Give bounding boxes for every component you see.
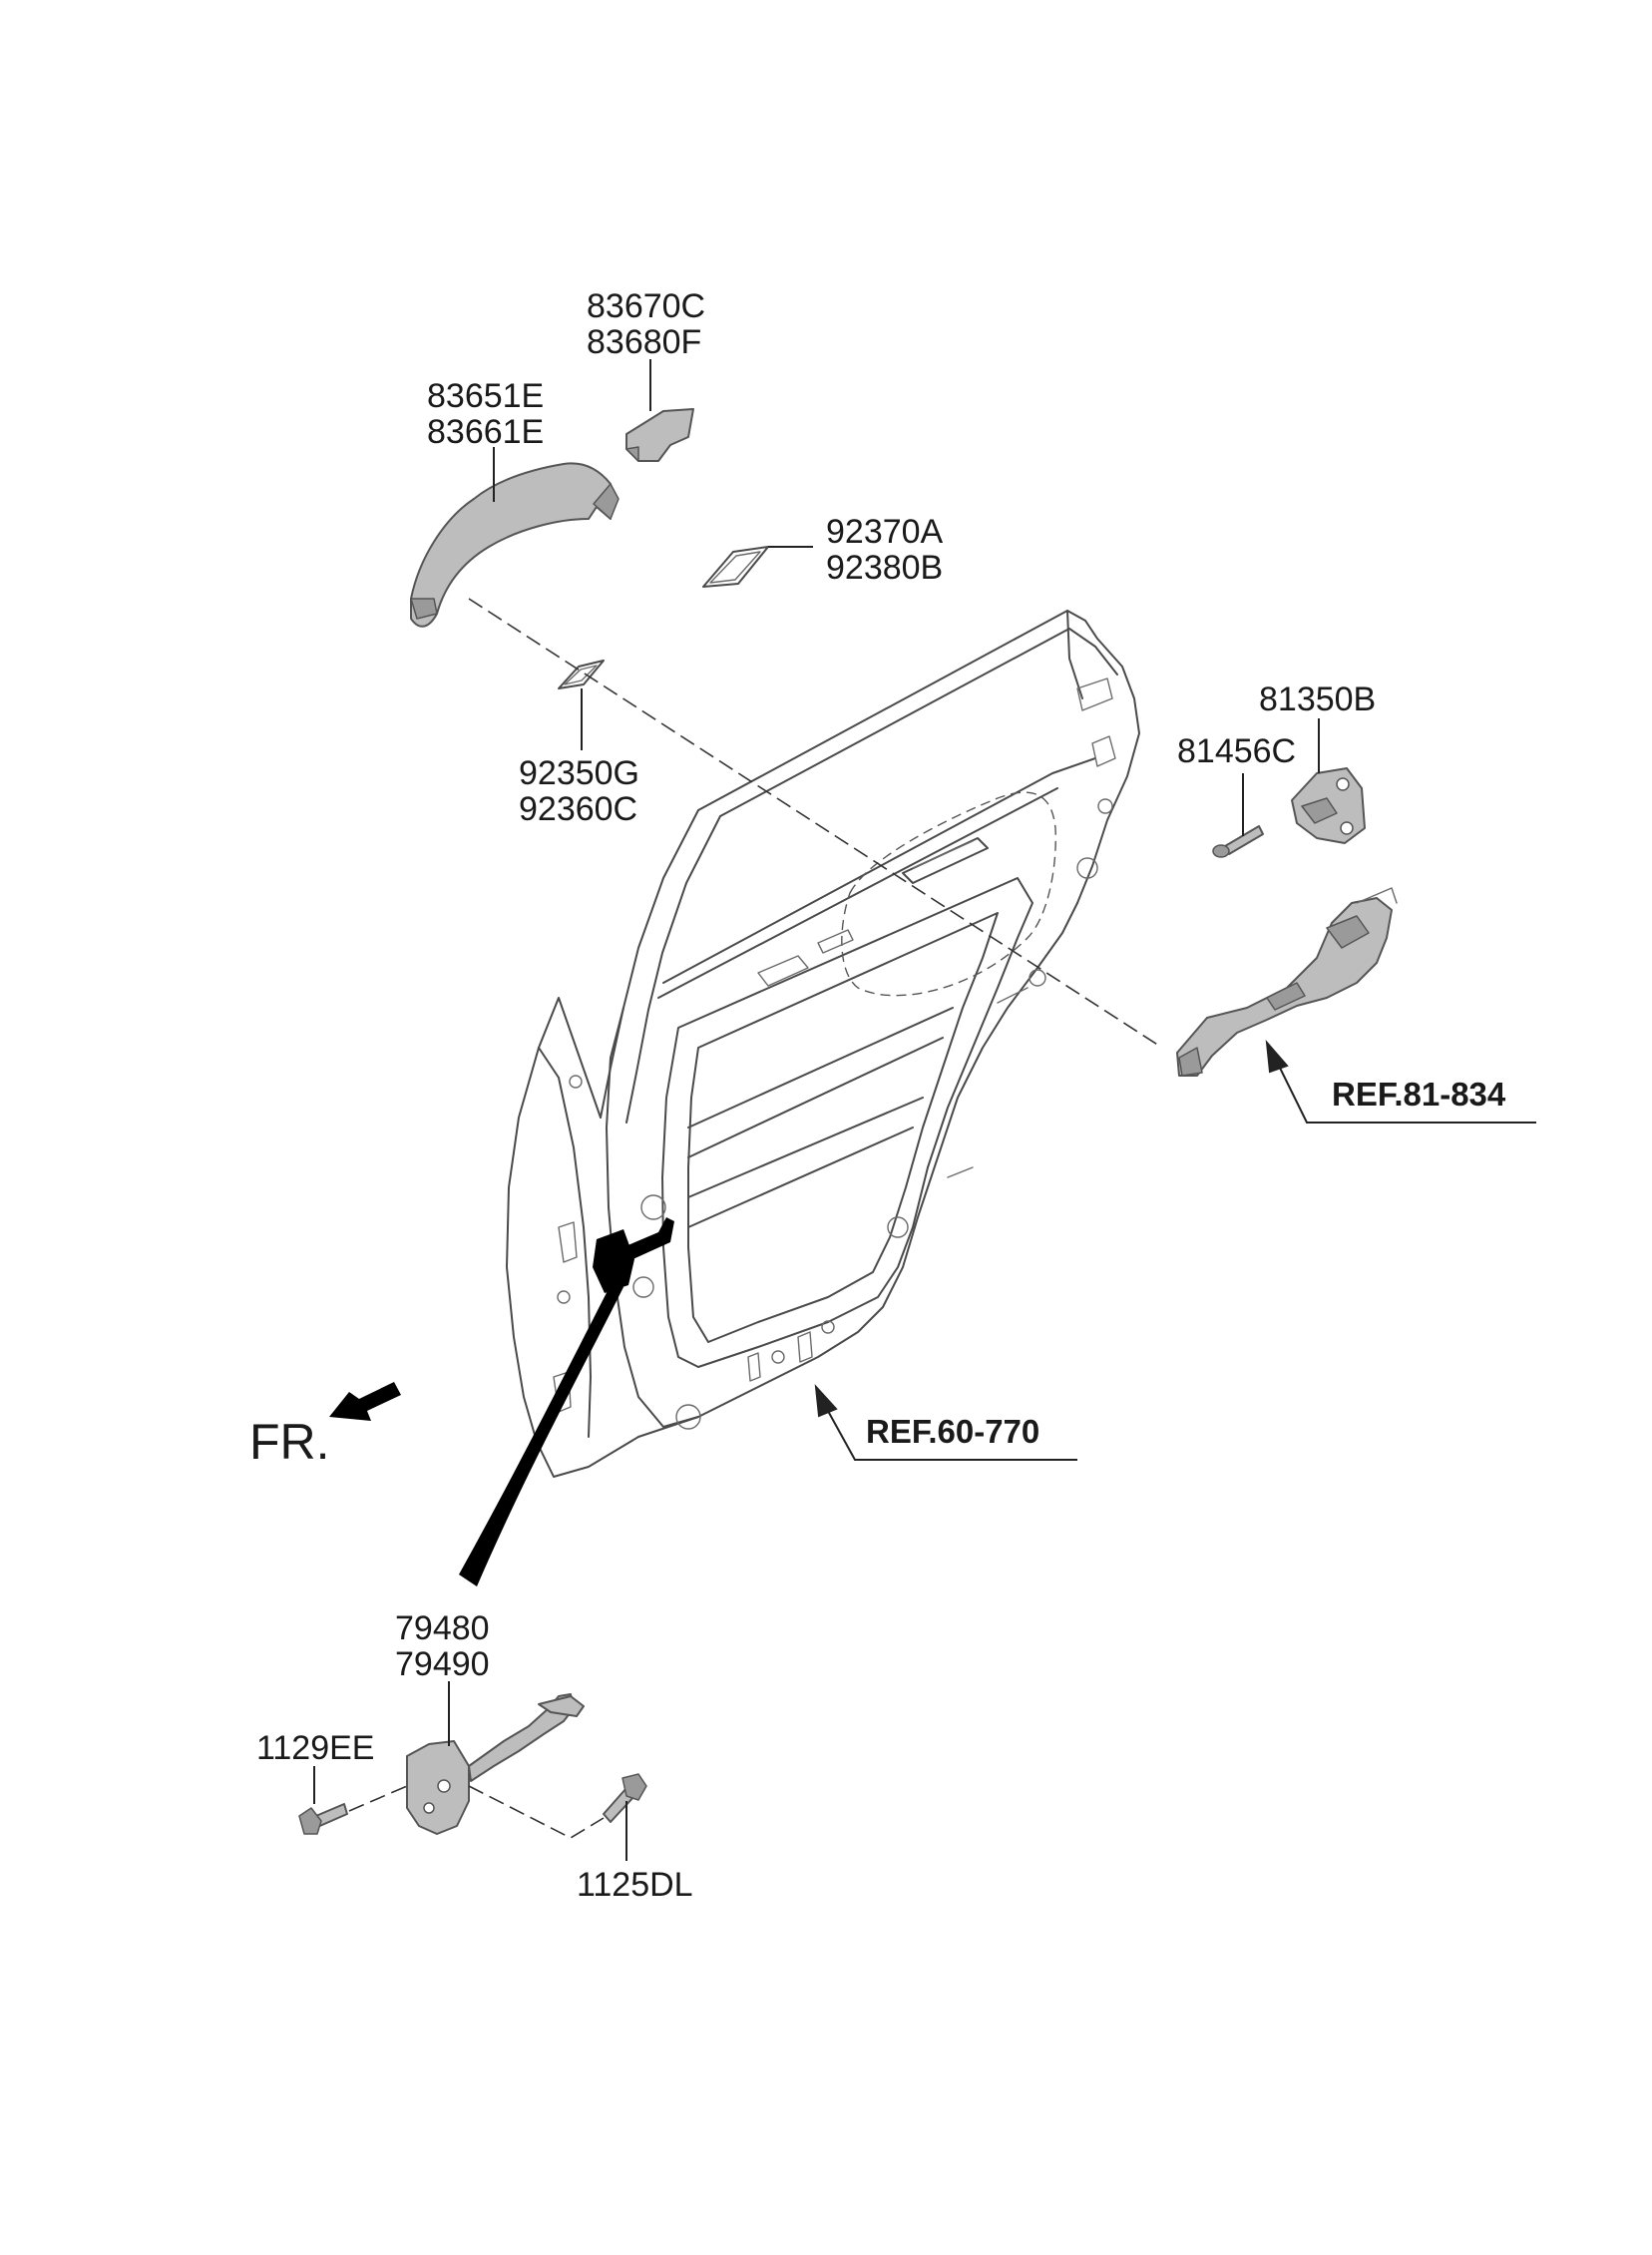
checker-bolt-1129ee — [298, 1803, 348, 1835]
door-striker — [1291, 767, 1366, 844]
handle-cover-cap — [625, 408, 694, 462]
front-arrow-icon — [329, 1382, 401, 1421]
label-81456c: 81456C — [1177, 732, 1296, 770]
door-wiring-harness — [459, 1217, 674, 1586]
label-83680f: 83680F — [587, 323, 701, 361]
door-latch-assembly — [1176, 887, 1398, 1077]
label-83661e: 83661E — [427, 413, 544, 451]
label-83651e: 83651E — [427, 377, 544, 415]
label-1125dl: 1125DL — [577, 1866, 693, 1904]
label-92380b: 92380B — [826, 549, 943, 587]
part-labels: 83670C 83680F 83651E 83661E 92370A 92380… — [256, 287, 1506, 1904]
label-92370a: 92370A — [826, 513, 944, 551]
assembly-lines — [348, 598, 1163, 1839]
leader-lines — [313, 359, 1536, 1861]
label-83670c: 83670C — [587, 287, 705, 325]
door-checker — [406, 1693, 585, 1835]
label-ref-60-770: REF.60-770 — [866, 1413, 1039, 1450]
label-ref-81-834: REF.81-834 — [1332, 1076, 1506, 1113]
label-81350b: 81350B — [1259, 680, 1376, 718]
label-79490: 79490 — [395, 1645, 490, 1683]
front-direction-indicator: FR. — [249, 1382, 401, 1470]
label-92360c: 92360C — [519, 790, 637, 828]
handle-gasket-large — [702, 546, 769, 588]
checker-bolt-1125dl — [603, 1773, 647, 1823]
striker-screw — [1212, 825, 1264, 858]
label-92350g: 92350G — [519, 754, 639, 792]
door-panel — [506, 610, 1140, 1478]
handle-gasket-small — [558, 660, 605, 689]
front-label: FR. — [249, 1414, 330, 1470]
label-79480: 79480 — [395, 1609, 490, 1647]
outside-door-handle — [410, 462, 620, 628]
label-1129ee: 1129EE — [256, 1729, 374, 1767]
